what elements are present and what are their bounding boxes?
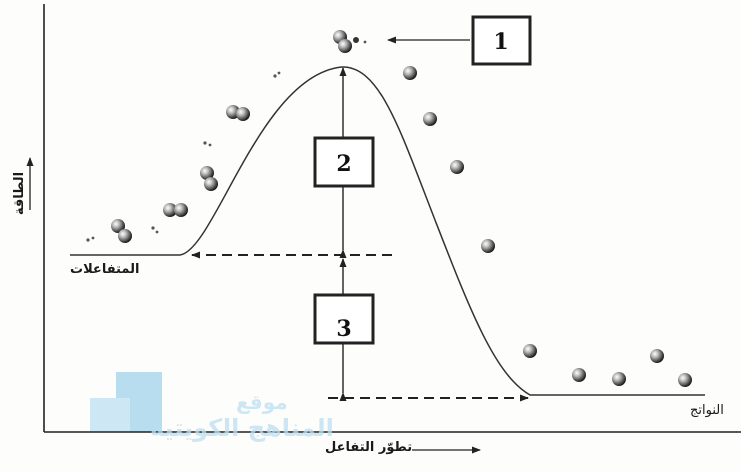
product-molecule-8 [650, 349, 664, 363]
reactant-molecule-3 [200, 166, 218, 191]
watermark-line-1: موقع [236, 390, 288, 414]
product-molecule-1 [403, 66, 417, 80]
product-molecule-7 [612, 372, 626, 386]
watermark-logo [90, 372, 162, 432]
reactant-molecule-4 [226, 105, 250, 121]
product-molecule-2 [423, 112, 437, 126]
watermark-line-2: المناهج الكويتية [150, 414, 334, 442]
x-axis-label: تطوّر التفاعل [325, 440, 413, 455]
product-molecule-9 [678, 373, 692, 387]
product-molecule-6 [572, 368, 586, 382]
box-3-number: 3 [336, 316, 351, 342]
box-2: 2 [313, 136, 375, 188]
reactant-molecule-2 [163, 203, 188, 217]
reactants-label: المتفاعلات [70, 262, 140, 277]
energy-curve [70, 66, 705, 396]
box-2-number: 2 [336, 151, 351, 177]
activated-complex-molecule [333, 30, 359, 53]
box-1-number: 1 [493, 29, 508, 55]
reactant-molecule-1 [111, 219, 132, 243]
product-molecule-4 [481, 239, 495, 253]
box-1: 1 [471, 15, 532, 66]
product-molecule-3 [450, 160, 464, 174]
products-label: النواتج [690, 403, 724, 418]
y-axis-label: الطاقة [12, 171, 28, 216]
product-molecule-5 [523, 344, 537, 358]
molecule-illustrations [86, 30, 692, 387]
box-3: 3 [313, 293, 375, 345]
